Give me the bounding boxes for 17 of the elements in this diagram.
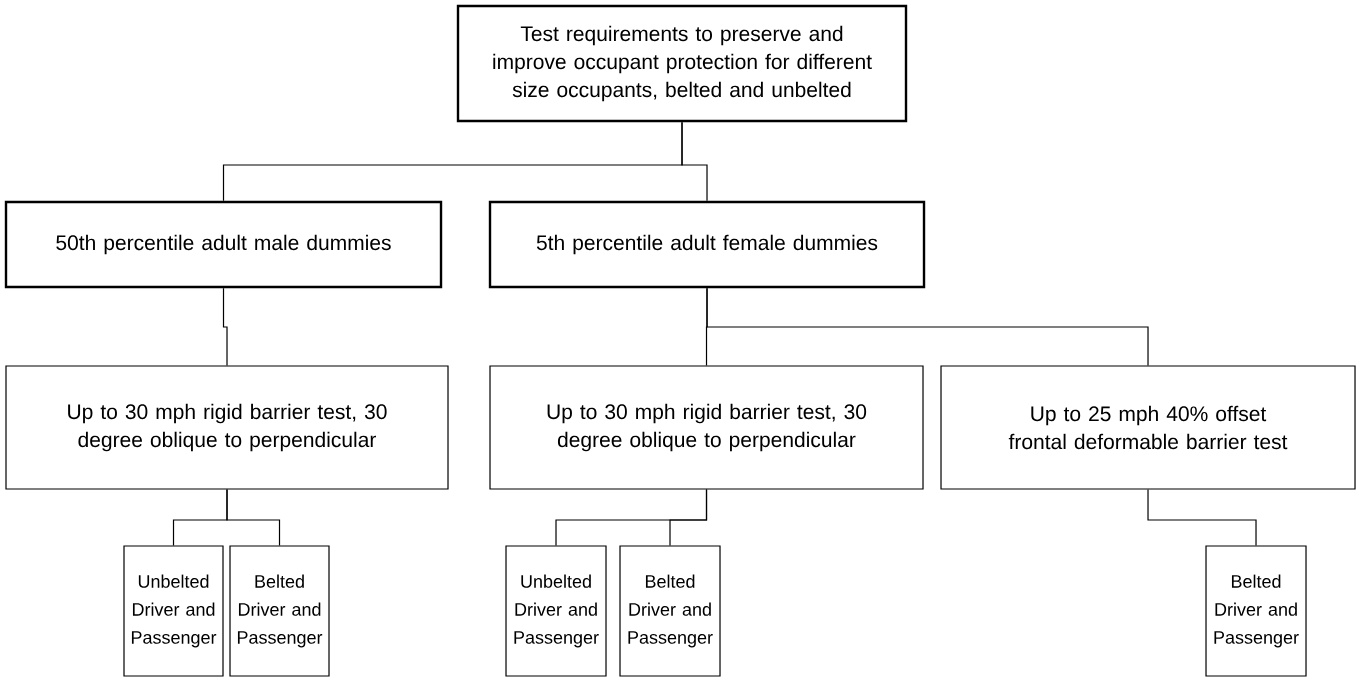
connector-line [681,121,708,202]
occupant-box: Belted Driver and Passenger [1205,545,1307,677]
test-box: Up to 25 mph 40% offset frontal deformable barrier test [940,365,1356,490]
occupant-box: Unbelted Driver and Passenger [505,545,607,677]
dummy-box: 50th percentile adult male dummies [4,200,443,289]
test-box: Up to 30 mph rigid barrier test, 30 degree oblique to perpendicular [5,365,449,490]
connector-line [226,489,281,546]
requirement-box: Test requirements to preserve and improve occupant protection for different size occupants, belted and unbelted [456,4,908,123]
dummy-box: 5th percentile adult female dummies [488,200,926,289]
connector-line [1147,489,1257,546]
connector-line [222,287,228,366]
connector-line [669,489,708,546]
occupant-box: Unbelted Driver and Passenger [123,545,224,677]
occupant-box: Belted Driver and Passenger [619,545,721,677]
test-box: Up to 30 mph rigid barrier test, 30 degree oblique to perpendicular [489,365,924,490]
occupant-box: Belted Driver and Passenger [229,545,330,677]
connector-line [706,287,1149,366]
